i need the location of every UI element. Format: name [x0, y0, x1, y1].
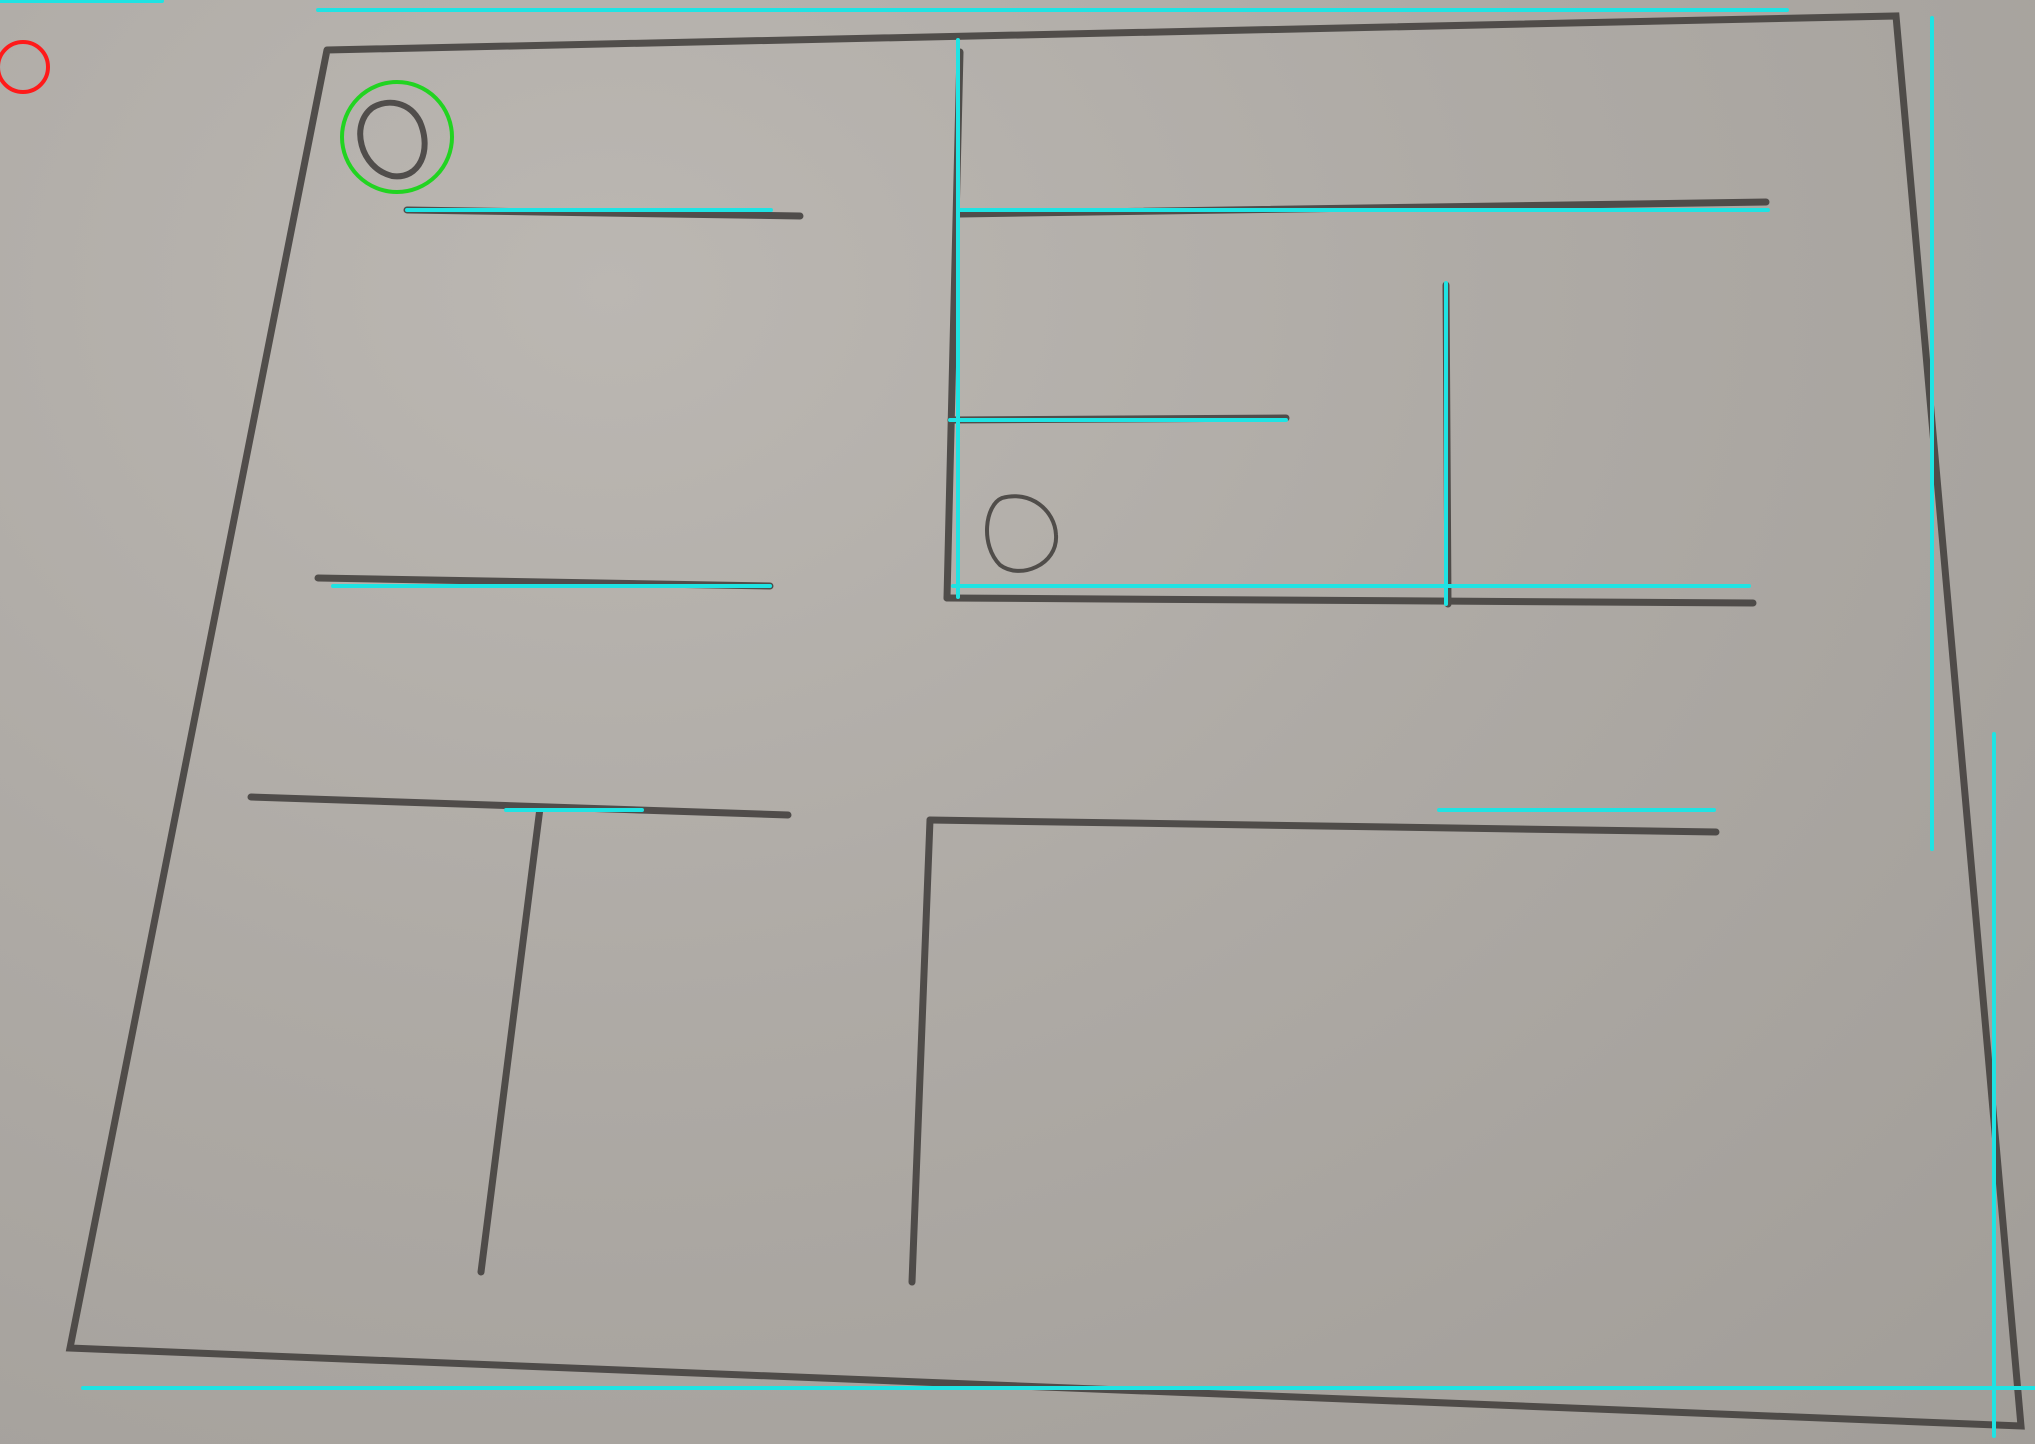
start-marker	[340, 80, 454, 194]
goal-blob	[985, 494, 1059, 573]
start-blob	[357, 99, 428, 180]
aux-marker	[0, 40, 50, 94]
pencil-wall	[247, 793, 792, 819]
pencil-wall	[943, 594, 1757, 607]
pencil-wall	[477, 804, 544, 1276]
maze-outer-border	[65, 12, 2025, 1430]
pencil-wall	[908, 816, 934, 1286]
pencil-wall	[926, 816, 1720, 836]
pencil-maze	[65, 12, 2025, 1430]
